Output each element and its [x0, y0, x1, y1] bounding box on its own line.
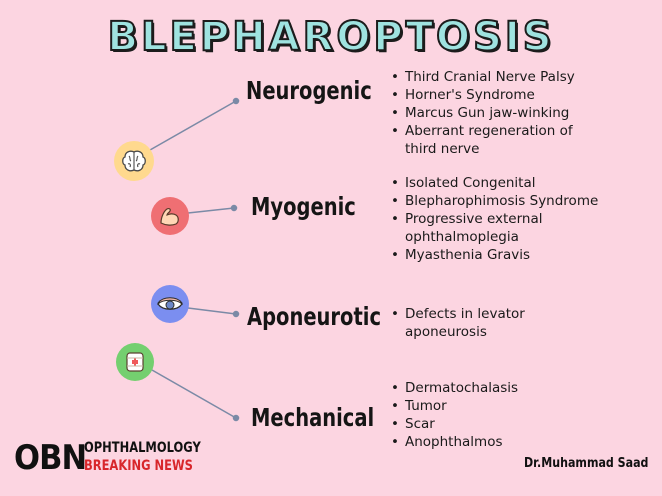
logo-line-ophthalmology: OPHTHALMOLOGY — [84, 440, 201, 456]
connector-myogenic — [187, 207, 235, 214]
connector-dot-neurogenic — [232, 97, 240, 105]
brain-icon-circle — [114, 141, 154, 181]
aponeurotic-list: Defects in levator aponeurosis — [390, 305, 630, 341]
list-item: Aberrant regeneration of third nerve — [390, 122, 595, 158]
connector-neurogenic — [149, 100, 237, 151]
list-item: Scar — [390, 415, 630, 433]
page-title: BLEPHAROPTOSIS — [107, 13, 555, 61]
connector-mechanical — [151, 369, 237, 419]
list-item: Horner's Syndrome — [390, 86, 630, 104]
connector-dot-aponeurotic — [232, 310, 240, 318]
connector-dot-mechanical — [232, 414, 240, 422]
category-myogenic: Myogenic — [251, 192, 356, 221]
mechanical-list: Dermatochalasis Tumor Scar Anophthalmos — [390, 379, 630, 451]
flexed-arm-muscle-icon — [160, 208, 179, 226]
list-item: Isolated Congenital — [390, 174, 640, 192]
logo-line-breaking-news: BREAKING NEWS — [84, 458, 193, 474]
list-item: Progressive external ophthalmoplegia — [390, 210, 575, 246]
list-item: Dermatochalasis — [390, 379, 630, 397]
category-neurogenic: Neurogenic — [246, 76, 372, 105]
eye-icon-circle — [151, 285, 189, 323]
author-credit: Dr.Muhammad Saad — [524, 456, 649, 471]
list-item: Tumor — [390, 397, 630, 415]
logo-mark: OBN — [14, 438, 87, 478]
bandage-icon-circle — [116, 343, 154, 381]
bandage-icon — [126, 352, 144, 372]
list-item: Defects in levator aponeurosis — [390, 305, 555, 341]
category-mechanical: Mechanical — [251, 403, 375, 432]
list-item: Anophthalmos — [390, 433, 630, 451]
brain-icon — [122, 150, 146, 172]
myogenic-list: Isolated Congenital Blepharophimosis Syn… — [390, 174, 640, 264]
list-item: Third Cranial Nerve Palsy — [390, 68, 630, 86]
connector-dot-myogenic — [230, 204, 238, 212]
category-aponeurotic: Aponeurotic — [247, 302, 382, 331]
list-item: Myasthenia Gravis — [390, 246, 640, 264]
muscle-icon-circle — [151, 197, 189, 235]
neurogenic-list: Third Cranial Nerve Palsy Horner's Syndr… — [390, 68, 630, 158]
connector-aponeurotic — [187, 307, 237, 315]
list-item: Marcus Gun jaw-winking — [390, 104, 630, 122]
list-item: Blepharophimosis Syndrome — [390, 192, 640, 210]
drooping-eye-icon — [157, 297, 183, 310]
